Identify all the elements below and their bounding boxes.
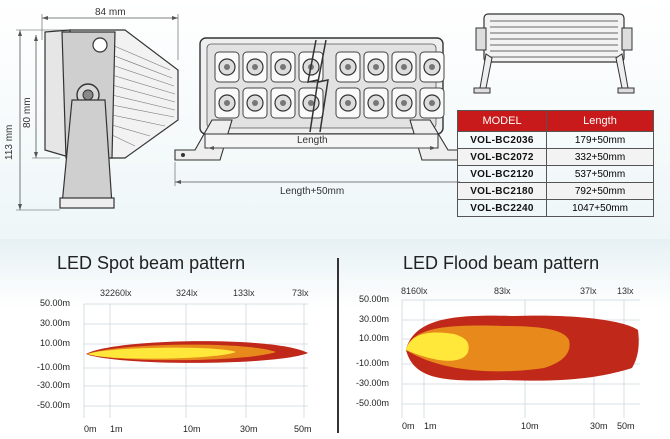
led-chip [224,64,230,70]
model-column-header: MODEL [457,110,547,132]
flood-lux-label: 37lx [580,286,597,296]
section-divider [337,258,339,433]
led-chip [373,64,379,70]
spot-beam-core [88,347,236,359]
length-cell: 332+50mm [546,148,654,166]
table-row: VOL-BC2180 792+50mm [457,182,654,200]
flood-y-tick: -10.00m [355,358,389,368]
table-row: VOL-BC2072 332+50mm [457,148,654,166]
spot-x-tick: 30m [240,424,258,434]
model-cell: VOL-BC2072 [457,148,547,166]
table-row: VOL-BC2120 537+50mm [457,165,654,183]
flood-beam-title: LED Flood beam pattern [403,253,600,273]
flood-x-tick: 30m [590,421,608,431]
spot-y-tick: 10.00m [39,338,70,348]
model-cell: VOL-BC2120 [457,165,547,183]
led-chip [429,64,435,70]
spot-beam-plot [83,303,308,418]
spot-x-tick: 10m [183,424,201,434]
led-chip [401,64,407,70]
length-column-header: Length [546,110,654,132]
model-cell: VOL-BC2180 [457,182,547,200]
length-cell: 537+50mm [546,165,654,183]
outer-height-dimension-label: 113 mm [4,124,15,160]
flood-lux-label: 83lx [494,286,511,296]
technical-drawing [16,14,460,211]
led-chip [252,64,258,70]
flood-x-tick: 10m [521,421,539,431]
length-cell: 1047+50mm [546,199,654,217]
spot-y-tick: -30.00m [36,380,70,390]
flood-x-tick: 1m [424,421,437,431]
model-length-table: MODEL Length VOL-BC2036 179+50mm VOL-BC2… [457,110,654,217]
spot-beam-title: LED Spot beam pattern [57,253,246,273]
led-chip [345,100,351,106]
flood-y-tick: 50.00m [358,294,389,304]
led-chip [429,100,435,106]
spot-x-tick: 50m [294,424,312,434]
spot-y-tick: -10.00m [36,362,70,372]
length-cell: 792+50mm [546,182,654,200]
flood-y-tick: 10.00m [358,333,389,343]
model-cell: VOL-BC2036 [457,131,547,149]
led-chip [280,100,286,106]
table-header-row: MODEL Length [457,110,654,132]
led-chip [345,64,351,70]
spot-lux-label: 32260lx [100,288,132,298]
led-chip [373,100,379,106]
length-dimension-label: Length [297,135,328,146]
flood-beam-core [406,332,469,361]
flood-y-tick: 30.00m [358,314,389,324]
flood-lux-label: 13lx [617,286,634,296]
flood-y-tick: -50.00m [355,398,389,408]
led-chip [280,64,286,70]
table-row: VOL-BC2036 179+50mm [457,131,654,149]
width-dimension-label: 84 mm [95,7,126,18]
led-chip [308,100,314,106]
led-chip [252,100,258,106]
flood-x-tick: 50m [617,421,635,431]
led-chip [224,100,230,106]
spot-x-tick: 0m [84,424,97,434]
spot-y-tick: -50.00m [36,400,70,410]
length-cell: 179+50mm [546,131,654,149]
spot-lux-label: 133lx [233,288,255,298]
flood-beam-plot [401,299,640,418]
spot-y-tick: 30.00m [39,318,70,328]
top-view-drawing [473,13,635,94]
flood-lux-label: 8160lx [401,286,428,296]
flood-x-tick: 0m [402,421,415,431]
spot-lux-label: 73lx [292,288,309,298]
led-chip [401,100,407,106]
spot-y-tick: 50.00m [39,298,70,308]
flood-y-tick: -30.00m [355,378,389,388]
model-cell: VOL-BC2240 [457,199,547,217]
table-row: VOL-BC2240 1047+50mm [457,199,654,217]
total-length-dimension-label: Length+50mm [280,186,345,197]
spot-x-tick: 1m [110,424,123,434]
inner-height-dimension-label: 80 mm [22,97,33,128]
spot-lux-label: 324lx [176,288,198,298]
